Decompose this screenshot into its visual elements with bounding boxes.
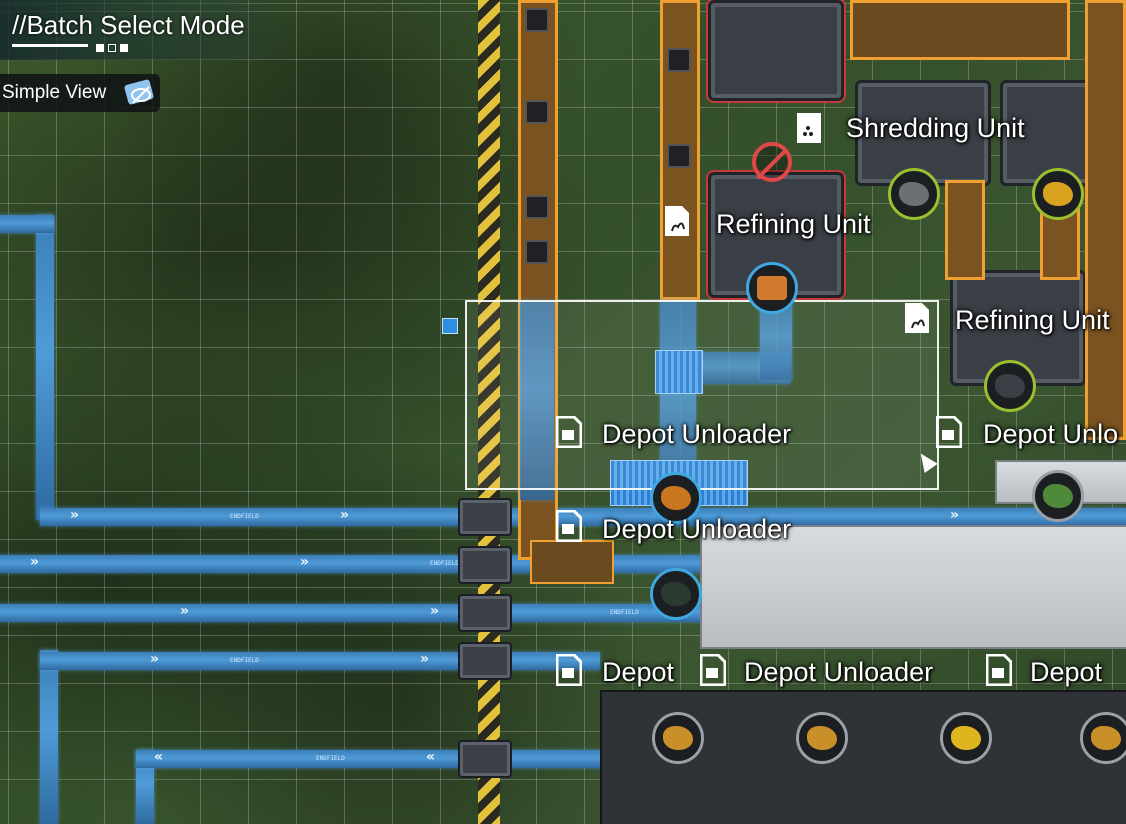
indicator-icon (120, 44, 128, 52)
simple-view-toggle[interactable]: Simple View (0, 74, 160, 112)
prohibited-icon (752, 142, 792, 182)
eye-hidden-icon[interactable] (122, 78, 156, 108)
title-underline (12, 44, 88, 47)
batch-selection-box[interactable] (465, 300, 939, 490)
depot-unloader-label: Depot Unloader (602, 419, 792, 449)
belt-junction[interactable] (458, 546, 512, 584)
item-slot (525, 8, 549, 32)
conveyor-belt[interactable]: « « ENDFIELD (136, 749, 736, 768)
depot-unloader-icon (935, 415, 963, 449)
item-ore-icon (1032, 168, 1084, 220)
item-slot (667, 144, 691, 168)
refining-unit-label-2: Refining Unit (955, 305, 1110, 335)
marker-icon (442, 318, 458, 334)
orange-conveyor[interactable] (850, 0, 1070, 60)
item-ore-icon (650, 472, 702, 524)
depot-unloader-icon (555, 653, 583, 687)
orange-conveyor[interactable] (945, 180, 985, 280)
depot-floor (700, 525, 1126, 649)
depot-unloader-label-6: Depot (1030, 657, 1103, 687)
mode-title: //Batch Select Mode (12, 10, 245, 40)
belt-junction[interactable] (458, 740, 512, 778)
item-ore-icon (984, 360, 1036, 412)
selected-conveyor[interactable] (520, 300, 554, 500)
depot-unloader-icon (555, 509, 583, 543)
depot-unloader-icon (555, 415, 583, 449)
item-ore-icon (1080, 712, 1126, 764)
indicator-icon (96, 44, 104, 52)
item-slot (525, 100, 549, 124)
item-plant-icon (1032, 470, 1084, 522)
depot-unloader-label-2: Depot Unlo (983, 419, 1119, 449)
depot-unloader-icon (699, 653, 727, 687)
conveyor-belt[interactable] (36, 215, 54, 520)
conveyor-belt[interactable]: » » ENDFIELD (40, 651, 600, 670)
item-ore-icon (796, 712, 848, 764)
item-slot (667, 48, 691, 72)
item-ore-icon (650, 568, 702, 620)
shredding-unit-icon (796, 112, 822, 144)
orange-conveyor[interactable] (530, 540, 614, 584)
refining-unit-icon (664, 205, 690, 237)
belt-junction[interactable] (458, 498, 512, 536)
conveyor-belt[interactable] (136, 750, 154, 824)
item-ore-icon (888, 168, 940, 220)
item-ore-icon (652, 712, 704, 764)
shredding-unit-machine[interactable] (855, 80, 991, 186)
conveyor-belt[interactable]: » » » ENDFIELD (40, 507, 1126, 526)
refining-unit-label: Refining Unit (716, 209, 871, 239)
item-slot (525, 195, 549, 219)
item-origocrust-icon (746, 262, 798, 314)
depot-unloader-label-5: Depot Unloader (744, 657, 934, 687)
conveyor-belt[interactable] (40, 650, 58, 824)
depot-unloader-icon (985, 653, 1013, 687)
belt-junction[interactable] (458, 642, 512, 680)
depot-unloader-label-4: Depot (602, 657, 675, 687)
orange-conveyor[interactable] (1085, 0, 1126, 440)
shredding-unit-label: Shredding Unit (846, 113, 1025, 143)
splitter[interactable] (655, 350, 703, 394)
indicator-icon (108, 44, 116, 52)
item-slot (525, 240, 549, 264)
mode-header: //Batch Select Mode (0, 0, 300, 60)
belt-junction[interactable] (458, 594, 512, 632)
item-plant-icon (940, 712, 992, 764)
machine-block[interactable] (708, 0, 844, 101)
depot-unloader-label-3: Depot Unloader (602, 514, 792, 544)
refining-unit-icon (904, 302, 930, 334)
conveyor-belt[interactable] (0, 215, 54, 233)
simple-view-label: Simple View (2, 82, 107, 103)
